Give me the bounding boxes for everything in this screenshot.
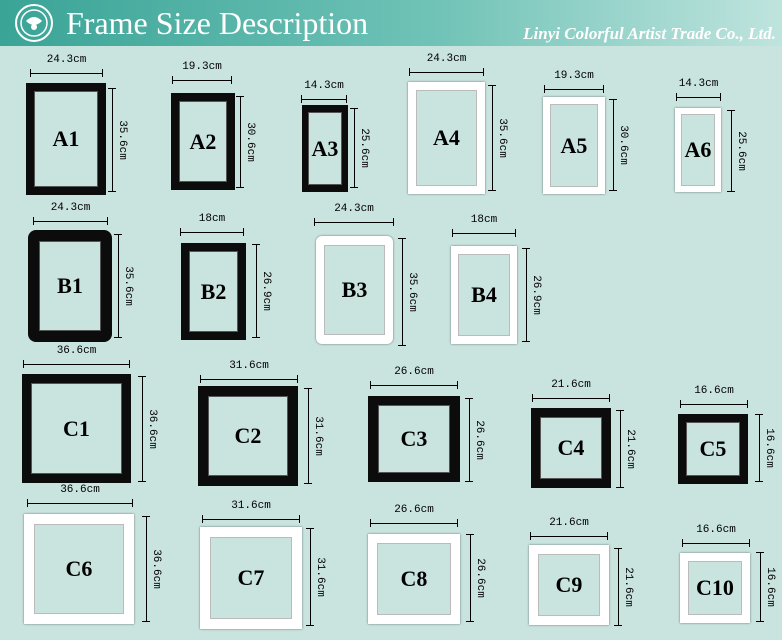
width-dimension: 36.6cm xyxy=(23,345,130,368)
width-dimension: 26.6cm xyxy=(370,366,458,389)
height-dimension: 26.6cm xyxy=(465,398,485,482)
height-dimension: 26.9cm xyxy=(522,248,542,342)
height-dimension: 30.6cm xyxy=(609,99,629,191)
width-dimension: 24.3cm xyxy=(314,203,394,226)
frame-code: B4 xyxy=(471,282,497,307)
frame-code: C3 xyxy=(400,426,428,451)
frame-a5: A5 xyxy=(543,97,605,194)
frame-c7: C7 xyxy=(200,527,302,629)
frame-c5: C5 xyxy=(678,414,748,484)
frame-b3: B3 xyxy=(316,236,393,344)
height-dimension: 31.6cm xyxy=(306,528,326,626)
frame-a2: A2 xyxy=(171,93,235,190)
frame-code: C6 xyxy=(65,556,93,581)
frame-b2: B2 xyxy=(181,243,246,340)
frame-code: C9 xyxy=(555,572,583,597)
height-dimension: 35.6cm xyxy=(108,88,128,192)
width-dimension: 16.6cm xyxy=(680,385,748,408)
frame-code: B1 xyxy=(57,273,83,298)
frame-code: A1 xyxy=(52,126,80,151)
frame-code: A6 xyxy=(684,137,712,162)
height-dimension: 16.6cm xyxy=(755,414,775,482)
width-dimension: 21.6cm xyxy=(530,517,608,540)
frame-code: C8 xyxy=(400,566,428,591)
height-dimension: 21.6cm xyxy=(614,548,634,626)
height-dimension: 21.6cm xyxy=(616,410,636,488)
width-dimension: 14.3cm xyxy=(301,80,347,103)
height-dimension: 26.6cm xyxy=(466,534,486,622)
company-name: Linyi Colorful Artist Trade Co., Ltd. xyxy=(523,24,776,43)
height-dimension: 25.6cm xyxy=(727,110,747,192)
width-dimension: 24.3cm xyxy=(409,53,484,76)
frame-code: C10 xyxy=(696,575,734,600)
width-dimension: 26.6cm xyxy=(370,504,458,527)
width-dimension: 18cm xyxy=(452,214,516,237)
width-dimension: 36.6cm xyxy=(27,484,133,507)
height-dimension: 35.6cm xyxy=(398,238,418,346)
frame-a1: A1 xyxy=(26,83,106,195)
frame-c4: C4 xyxy=(531,408,611,488)
frame-c8: C8 xyxy=(368,534,460,624)
frame-c10: C10 xyxy=(680,553,750,623)
width-dimension: 19.3cm xyxy=(544,70,604,93)
frame-b4: B4 xyxy=(451,246,517,344)
frame-b1: B1 xyxy=(30,232,110,340)
width-dimension: 16.6cm xyxy=(682,524,750,547)
width-dimension: 14.3cm xyxy=(676,78,721,101)
frame-c6: C6 xyxy=(24,514,134,624)
frame-code: A3 xyxy=(311,135,339,161)
frame-a6: A6 xyxy=(675,108,721,192)
company-logo-icon xyxy=(15,4,53,42)
width-dimension: 24.3cm xyxy=(30,54,103,77)
frame-code: A5 xyxy=(560,132,588,158)
frame-code: B2 xyxy=(200,278,227,304)
frame-code: C2 xyxy=(234,423,262,448)
frame-c2: C2 xyxy=(198,386,298,486)
height-dimension: 35.6cm xyxy=(114,234,134,338)
header-banner: Frame Size Description Linyi Colorful Ar… xyxy=(0,0,782,46)
frame-a4: A4 xyxy=(408,82,485,194)
height-dimension: 16.6cm xyxy=(756,552,776,622)
width-dimension: 19.3cm xyxy=(172,61,232,84)
height-dimension: 30.6cm xyxy=(236,96,256,188)
height-dimension: 26.9cm xyxy=(252,244,272,338)
frame-code: A2 xyxy=(189,128,217,154)
frame-code: A4 xyxy=(433,125,460,150)
frame-code: C4 xyxy=(557,435,585,460)
height-dimension: 36.6cm xyxy=(138,376,158,482)
page-title: Frame Size Description xyxy=(66,5,369,41)
width-dimension: 31.6cm xyxy=(202,500,300,523)
height-dimension: 36.6cm xyxy=(142,516,162,622)
frame-a3: A3 xyxy=(302,105,348,192)
frame-code: B3 xyxy=(341,277,368,302)
width-dimension: 24.3cm xyxy=(33,202,108,225)
height-dimension: 25.6cm xyxy=(350,108,370,188)
frame-code: C7 xyxy=(237,565,265,590)
height-dimension: 35.6cm xyxy=(488,85,508,191)
frame-c3: C3 xyxy=(368,396,460,482)
frame-code: C1 xyxy=(63,415,90,441)
frame-code: C5 xyxy=(699,436,727,461)
frame-c9: C9 xyxy=(529,545,609,625)
width-dimension: 21.6cm xyxy=(532,379,610,402)
width-dimension: 18cm xyxy=(180,213,244,236)
frame-c1: C1 xyxy=(22,374,131,483)
height-dimension: 31.6cm xyxy=(304,388,324,484)
width-dimension: 31.6cm xyxy=(200,360,298,383)
